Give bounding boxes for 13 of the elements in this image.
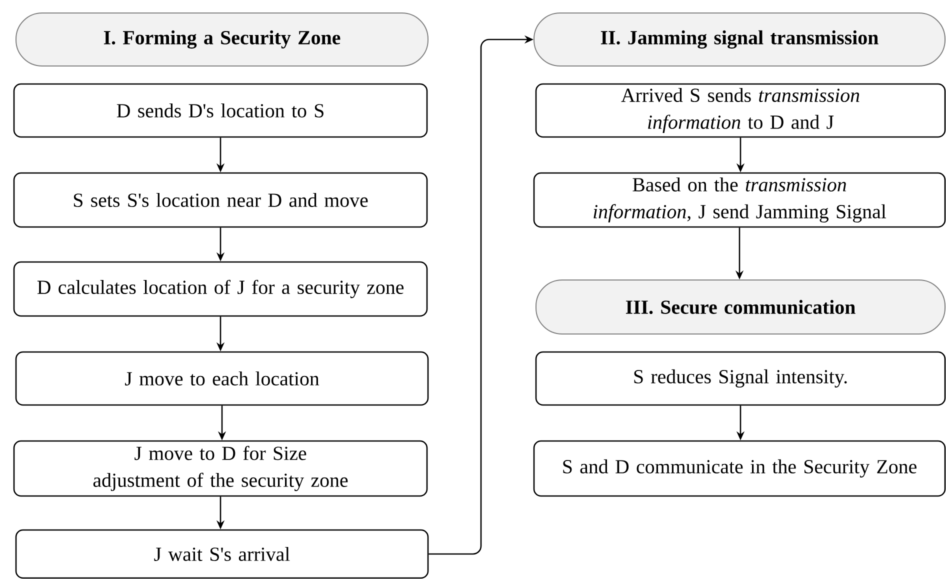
process-box: Based on the transmission information, J send Jamming Signal [533, 172, 946, 228]
stage-header: II. Jamming signal transmission [534, 12, 946, 66]
process-box: J move to D for Size adjustment of the security zone [13, 440, 428, 497]
process-box: J wait S's arrival [15, 529, 429, 579]
stage-header: III. Secure communication [536, 279, 946, 334]
process-box: S and D communicate in the Security Zone [533, 440, 946, 497]
process-box: S sets S's location near D and move [13, 172, 428, 228]
process-box: J move to each location [15, 351, 429, 406]
process-box: D calculates location of J for a security zone [13, 261, 428, 317]
process-box: D sends D's location to S [13, 83, 428, 138]
stage-header: I. Forming a Security Zone [16, 12, 428, 66]
process-box: Arrived S sends transmission information to D and J [535, 83, 946, 138]
process-box: S reduces Signal intensity. [535, 351, 946, 406]
